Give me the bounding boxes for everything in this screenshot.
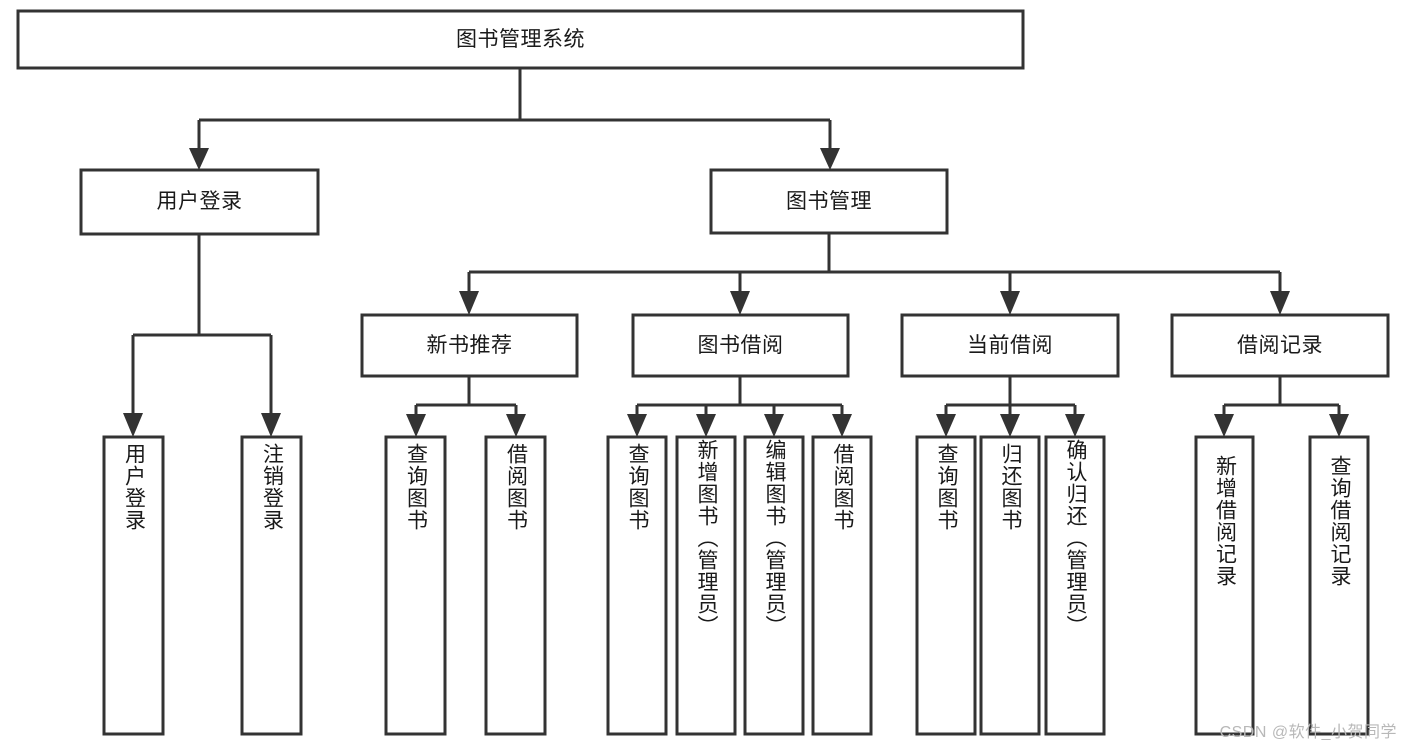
node-box-leaf-user-login[interactable] [102,435,165,736]
node-box-leaf-query-book-borrow[interactable] [606,435,668,736]
node-box-leaf-add-borrow-record[interactable] [1194,435,1255,736]
connector-line [414,376,518,417]
node-box-leaf-query-book-current[interactable] [915,435,977,736]
arrow-head-leaf-query-borrow-record [1329,414,1349,437]
node-box-current-borrow[interactable] [900,313,1120,378]
connector-new-book-recommend-to-leaves [406,376,526,437]
node-box-leaf-borrow-book[interactable] [811,435,873,736]
connector-line [467,233,1282,292]
arrow-head-leaf-user-login [123,413,143,437]
node-box-new-book-recommend[interactable] [360,313,579,378]
arrow-head-leaf-return-book [1000,414,1020,437]
connector-user-login-to-leaves [123,234,281,437]
node-box-leaf-borrow-book-recommend[interactable] [484,435,547,736]
node-box-borrow-records[interactable] [1170,313,1390,378]
connector-line [1222,376,1341,417]
arrow-head-leaf-confirm-return-admin [1065,414,1085,437]
arrow-head-leaf-query-book-current [936,414,956,437]
connector-book-borrow-to-leaves [627,376,852,437]
arrow-head-leaf-borrow-book [832,414,852,437]
connector-root-to-level1 [189,68,840,170]
arrow-head-borrow-records [1270,291,1290,315]
arrow-head-current-borrow [1000,291,1020,315]
arrow-head-leaf-add-borrow-record [1214,414,1234,437]
connector-line [131,234,273,415]
node-box-leaf-confirm-return-admin[interactable] [1044,435,1106,736]
connector-book-management-to-level2 [459,233,1290,315]
arrow-head-leaf-add-book-admin [696,414,716,437]
connector-current-borrow-to-leaves [936,376,1085,437]
node-box-user-login[interactable] [79,168,320,236]
arrow-head-user-login [189,148,209,170]
arrow-head-book-borrow [730,291,750,315]
node-box-root[interactable] [16,9,1025,70]
node-box-leaf-logout[interactable] [240,435,303,736]
node-boxes [16,9,1390,736]
arrow-head-leaf-query-book-borrow [627,414,647,437]
node-box-leaf-add-book-admin[interactable] [675,435,737,736]
node-box-leaf-query-book-recommend[interactable] [384,435,447,736]
arrow-head-book-management [820,148,840,170]
arrow-head-leaf-edit-book-admin [764,414,784,437]
connector-line [944,376,1077,417]
node-box-leaf-edit-book-admin[interactable] [743,435,805,736]
arrow-head-leaf-borrow-book-recommend [506,414,526,437]
node-box-book-borrow[interactable] [631,313,850,378]
arrow-head-new-book-recommend [459,291,479,315]
connector-line [197,68,832,148]
arrow-head-leaf-logout [261,413,281,437]
connector-borrow-records-to-leaves [1214,376,1349,437]
arrow-head-leaf-query-book-recommend [406,414,426,437]
node-box-leaf-return-book[interactable] [979,435,1041,736]
node-box-book-management[interactable] [709,168,949,235]
connector-line [635,376,844,417]
node-box-leaf-query-borrow-record[interactable] [1308,435,1370,736]
